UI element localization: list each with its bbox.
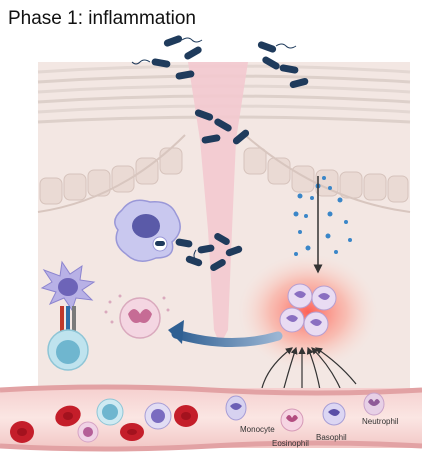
wound-cleft bbox=[188, 62, 248, 345]
recruited-cell-cluster bbox=[279, 283, 337, 337]
t-cell bbox=[47, 329, 89, 371]
t-cell-receptor bbox=[60, 306, 76, 332]
monocyte-cell bbox=[225, 395, 247, 421]
label-eosinophil: Eosinophil bbox=[272, 439, 309, 448]
cytokine-dots bbox=[293, 176, 352, 256]
label-neutrophil: Neutrophil bbox=[362, 417, 399, 426]
epidermis-cells bbox=[39, 147, 409, 205]
red-blood-cells bbox=[10, 405, 198, 443]
label-monocyte: Monocyte bbox=[240, 425, 275, 434]
extravasation-arrows bbox=[261, 346, 357, 391]
migration-arrow bbox=[171, 329, 283, 348]
neutrophil-cell bbox=[363, 392, 385, 416]
eosinophil-cell bbox=[280, 408, 304, 432]
migration-arrow-head bbox=[168, 320, 184, 344]
basophil-cell bbox=[322, 402, 346, 426]
bacteria-cluster bbox=[131, 35, 309, 271]
apoptotic-neutrophil bbox=[104, 294, 170, 339]
dendritic-cell bbox=[40, 260, 96, 312]
diagram-title: Phase 1: inflammation bbox=[8, 8, 196, 29]
label-basophil: Basophil bbox=[316, 433, 347, 442]
vessel-leukocytes bbox=[77, 398, 172, 443]
inflammation-glow bbox=[238, 254, 378, 370]
macrophage bbox=[114, 199, 181, 262]
